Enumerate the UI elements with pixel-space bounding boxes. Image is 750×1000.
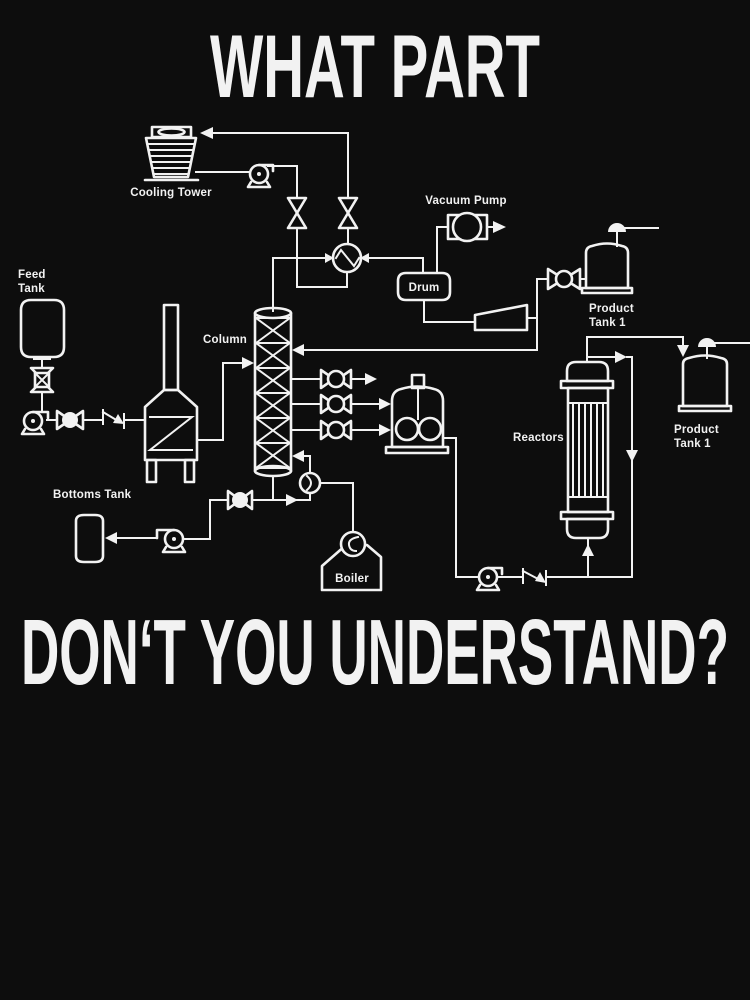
reactor-feed-pump-icon — [475, 566, 504, 592]
feed-tank-label-line2: Tank — [18, 283, 45, 295]
compressor-wedge-icon — [473, 303, 529, 332]
title-top-text: WHAT PART — [210, 16, 540, 116]
distillation-column-icon — [253, 306, 293, 478]
drum-label: Drum — [409, 282, 440, 294]
feed-tank-valve-icon — [29, 366, 55, 394]
cooling-tower-label: Cooling Tower — [130, 187, 212, 199]
column-draw-valve-1-icon — [319, 368, 353, 390]
cooling-water-pump-icon — [246, 163, 275, 189]
vacuum-pump-icon — [446, 211, 489, 243]
furnace-icon — [143, 303, 199, 484]
title-bottom: DON‘T YOU UNDERSTAND? — [21, 600, 729, 704]
column-draw-valve-3-icon — [319, 419, 353, 441]
feed-globe-valve-icon — [55, 409, 85, 431]
title-bottom-text: DON‘T YOU UNDERSTAND? — [21, 600, 729, 704]
cooling-valve-2-icon — [337, 196, 359, 230]
bottoms-tank-icon — [74, 513, 105, 564]
product-tank-top-icon — [580, 223, 634, 295]
reboiler-circulator-icon — [298, 471, 322, 495]
boiler-icon — [320, 530, 383, 592]
column-draw-valve-2-icon — [319, 393, 353, 415]
flow-arrows — [105, 127, 689, 556]
cooling-valve-1-icon — [286, 196, 308, 230]
cooling-tower-fan-icon — [150, 125, 193, 139]
boiler-label: Boiler — [335, 573, 369, 585]
product-tank-top-label-line1: Product — [589, 303, 634, 315]
reactors-label: Reactors — [513, 432, 564, 444]
reflux-drum-icon — [396, 271, 452, 302]
feed-tank-icon — [19, 298, 66, 359]
condenser-heat-exchanger-icon — [331, 242, 363, 274]
mixer-vessel-icon — [384, 373, 450, 455]
product-tank-right-label-line1: Product — [674, 424, 719, 436]
reactor-icon — [559, 360, 615, 549]
feed-tank-label-line1: Feed — [18, 269, 46, 281]
piping — [33, 132, 750, 578]
title-top: WHAT PART — [210, 16, 540, 116]
cooling-tower — [143, 125, 200, 182]
relief-valve-icon — [698, 338, 716, 347]
feed-pump-icon — [20, 410, 50, 436]
relief-valve-icon — [608, 223, 626, 232]
product-tank-right-label-line2: Tank 1 — [674, 438, 711, 450]
feed-check-valve-icon — [101, 409, 125, 429]
product-tank-right-icon — [677, 338, 733, 413]
bottoms-globe-valve-icon — [226, 489, 254, 511]
reactor-check-valve-icon — [521, 568, 547, 586]
product-globe-valve-icon — [546, 267, 582, 291]
bottoms-pump-icon — [155, 528, 187, 554]
vacuum-pump-label: Vacuum Pump — [425, 195, 506, 207]
bottoms-tank-label: Bottoms Tank — [53, 489, 132, 501]
column-label: Column — [203, 334, 247, 346]
product-tank-top-label-line2: Tank 1 — [589, 317, 626, 329]
